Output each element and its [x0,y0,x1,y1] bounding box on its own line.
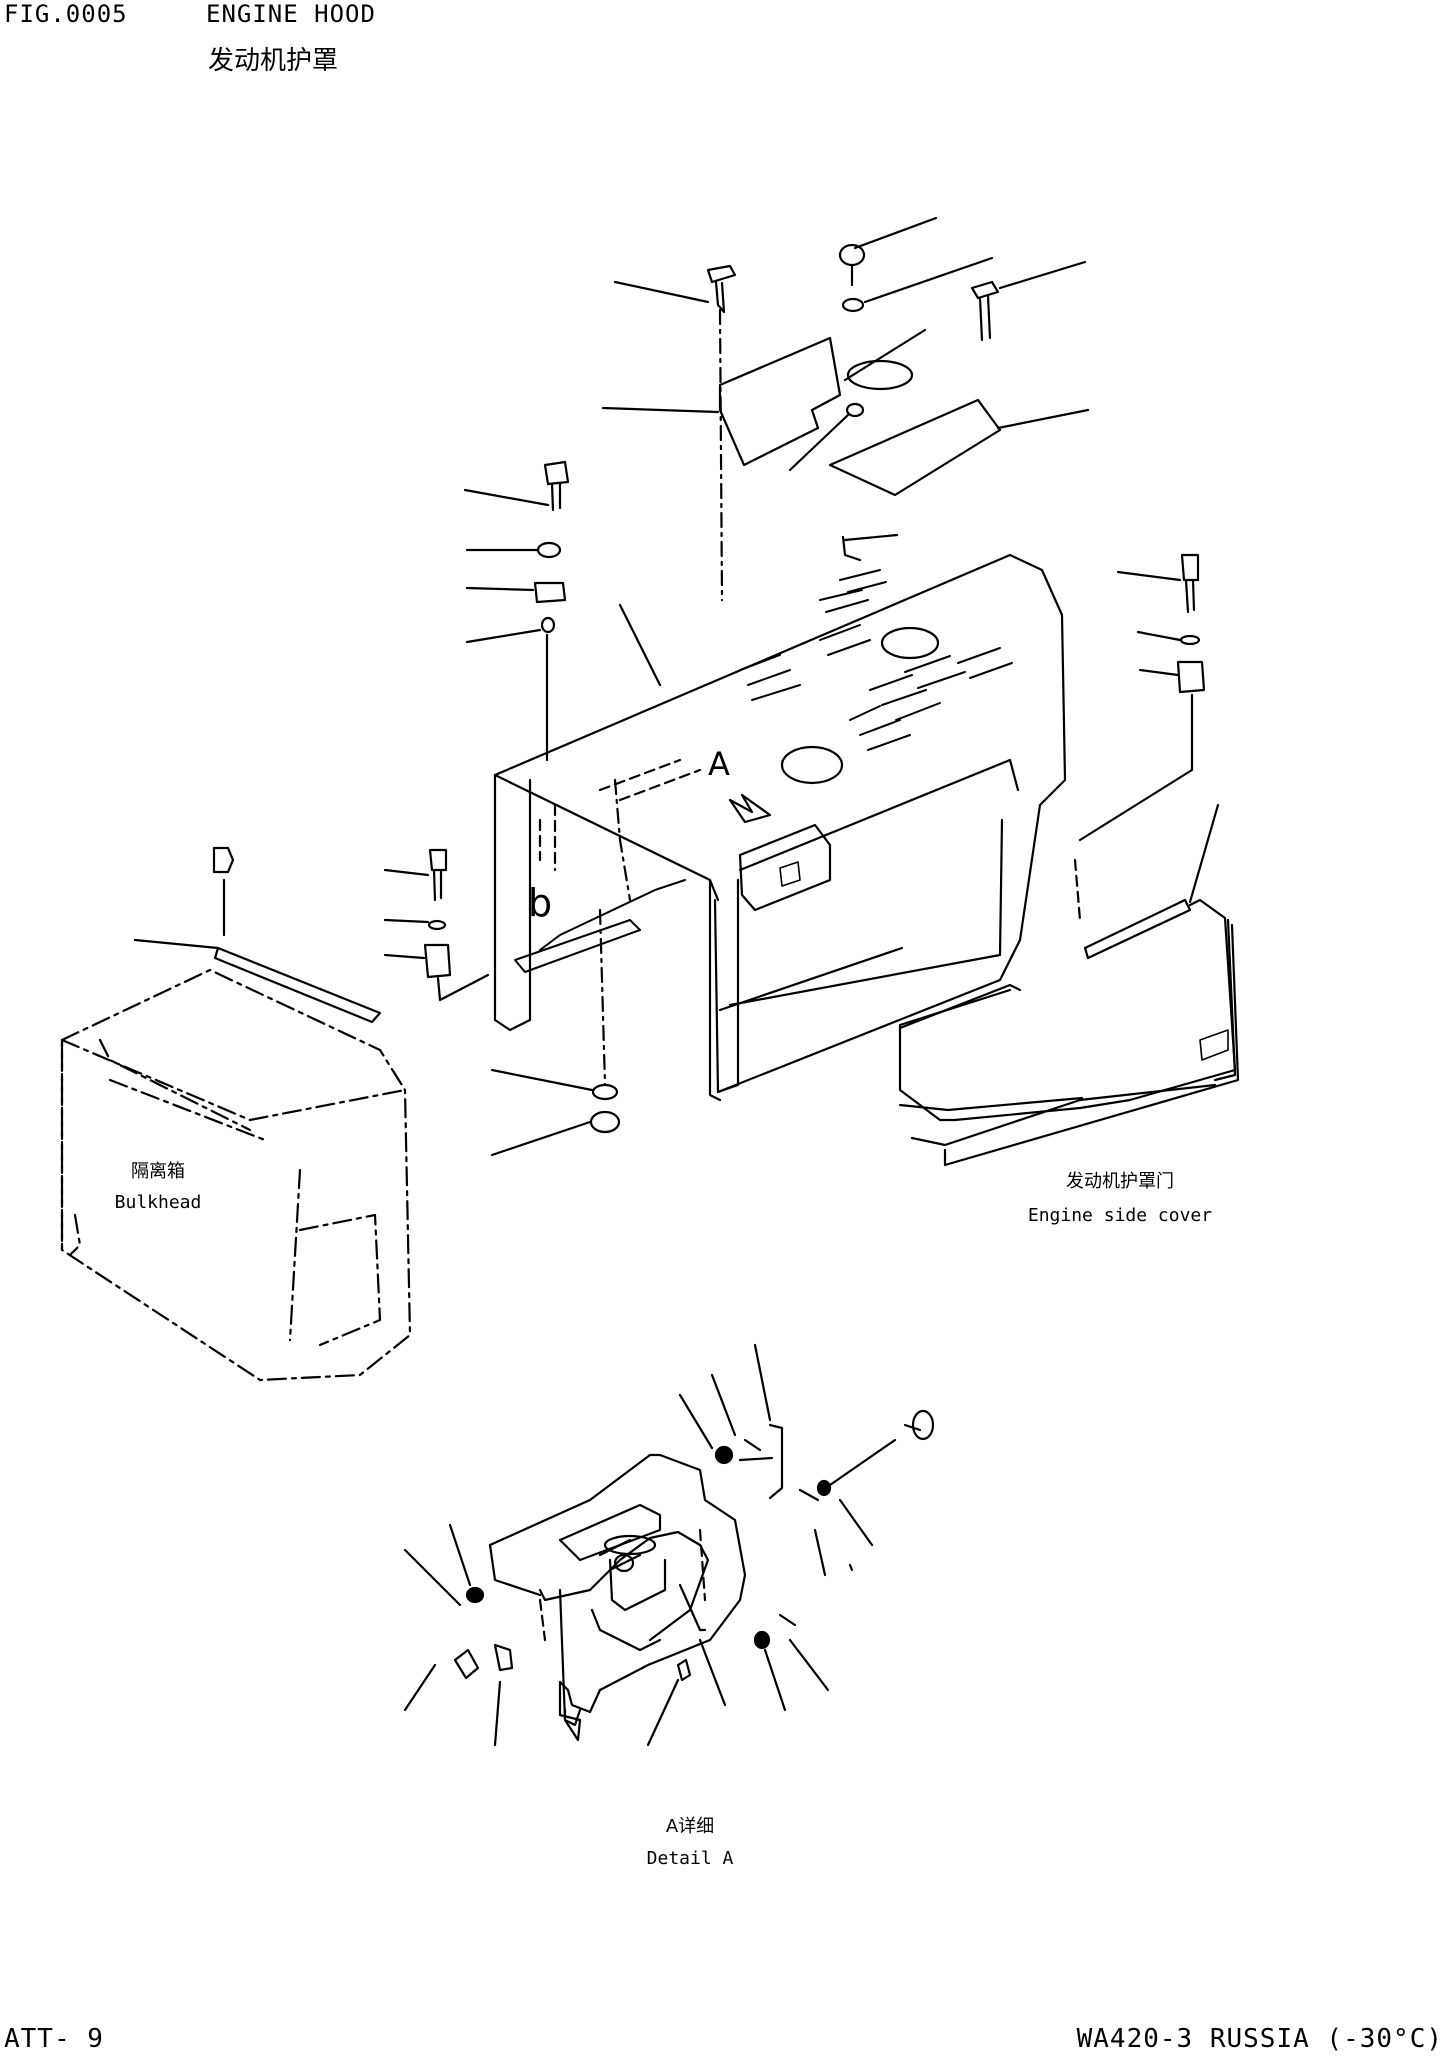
side-cover-label-en: Engine side cover [1027,1205,1213,1226]
callout-b-mid: b [528,881,553,925]
bulkhead-label-en: Bulkhead [114,1192,202,1213]
bolt-top-right [972,282,998,340]
nut-bottom [591,1112,619,1132]
ring-left [542,618,554,632]
machine-model: WA420-3 RUSSIA (-30°C) [1076,2024,1443,2054]
small-washer-top [847,404,863,416]
right-hardware-stack [1080,555,1204,840]
spacer-right [1178,662,1204,692]
hood-round-opening [782,747,842,783]
detail-a-bolt [615,1555,633,1571]
top-cover-right [830,400,1000,495]
hood-access-panel [740,825,830,910]
lower-left-hardware [385,850,488,1000]
bulkhead-label-cn: 隔离箱 [131,1161,185,1182]
spacer-lower-left [425,945,450,977]
top-cover-left [720,338,840,465]
section-arrow-a [730,795,770,822]
washer-right [1181,636,1199,644]
engine-side-cover [900,805,1238,1165]
left-hardware-stack [465,462,568,760]
figure-number: FIG.0005 [4,0,128,28]
detail-a-letter-a-circle [913,1411,933,1439]
bulkhead-top-strip [215,948,380,1022]
figure-title-cn: 发动机护罩 [208,46,339,76]
detail-a-label-en: Detail A [646,1848,734,1869]
page-number: ATT- 9 [4,2024,104,2054]
bushing-left [535,583,565,602]
side-cover-label-cn: 发动机护罩门 [1066,1171,1174,1192]
detail-a-label-cn: A详细 [665,1816,715,1837]
cap-screw-head [840,245,864,265]
oval-cap [848,361,912,389]
engine-hood-body [495,555,1080,1100]
bulkhead-box [62,970,410,1380]
hood-vent-slots [740,570,1012,750]
bolt-lower-left [430,850,446,900]
bolt-right [1182,555,1198,612]
callout-a: A [708,745,730,783]
bolt-left-top [545,462,568,510]
washer-bottom [593,1085,617,1099]
hood-oval-opening [882,628,938,658]
detail-a-bracket [405,1345,933,1745]
washer-top-center [843,299,863,311]
top-covers-group [603,218,1088,600]
washer-lower-left [429,921,445,929]
bolt-top-left [708,266,735,312]
washer-left [538,543,560,557]
figure-title-en: ENGINE HOOD [206,0,376,28]
